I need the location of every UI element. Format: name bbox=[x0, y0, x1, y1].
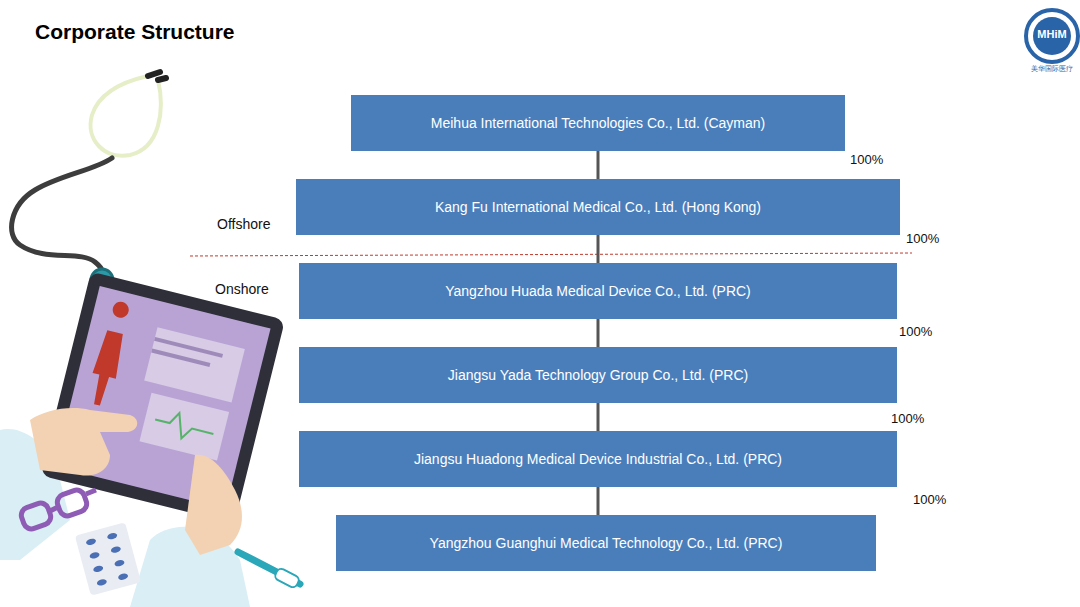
company-name: Jiangsu Huadong Medical Device Industria… bbox=[414, 451, 782, 467]
company-name: Meihua International Technologies Co., L… bbox=[431, 115, 765, 131]
company-name: Kang Fu International Medical Co., Ltd. … bbox=[435, 199, 761, 215]
ownership-percent: 100% bbox=[891, 411, 924, 426]
ownership-percent: 100% bbox=[913, 492, 946, 507]
company-box: Meihua International Technologies Co., L… bbox=[351, 95, 845, 151]
company-name: Yangzhou Huada Medical Device Co., Ltd. … bbox=[445, 283, 751, 299]
company-name: Yangzhou Guanghui Medical Technology Co.… bbox=[430, 535, 783, 551]
logo bbox=[1026, 10, 1078, 62]
region-label: Onshore bbox=[215, 281, 269, 297]
company-box: Jiangsu Huadong Medical Device Industria… bbox=[299, 431, 897, 487]
ownership-line bbox=[597, 487, 600, 515]
company-name: Jiangsu Yada Technology Group Co., Ltd. … bbox=[448, 367, 748, 383]
ownership-percent: 100% bbox=[906, 231, 939, 246]
stethoscope bbox=[12, 72, 166, 291]
ownership-line bbox=[597, 151, 600, 179]
title: Corporate Structure bbox=[35, 20, 235, 44]
logo-text: MHiM bbox=[1037, 28, 1066, 40]
ownership-line bbox=[597, 403, 600, 431]
ownership-line bbox=[597, 235, 600, 263]
logo-text: 美华国际医疗 bbox=[1031, 64, 1073, 74]
glasses bbox=[19, 488, 96, 531]
ownership-percent: 100% bbox=[899, 324, 932, 339]
region-label: Offshore bbox=[217, 216, 270, 232]
company-box: Yangzhou Guanghui Medical Technology Co.… bbox=[336, 515, 876, 571]
ownership-percent: 100% bbox=[850, 152, 883, 167]
company-box: Jiangsu Yada Technology Group Co., Ltd. … bbox=[299, 347, 897, 403]
thermometer bbox=[238, 552, 300, 589]
company-box: Yangzhou Huada Medical Device Co., Ltd. … bbox=[299, 263, 897, 319]
company-box: Kang Fu International Medical Co., Ltd. … bbox=[296, 179, 900, 235]
offshore-divider bbox=[190, 253, 912, 256]
pill-blister bbox=[75, 522, 141, 595]
ownership-line bbox=[597, 319, 600, 347]
